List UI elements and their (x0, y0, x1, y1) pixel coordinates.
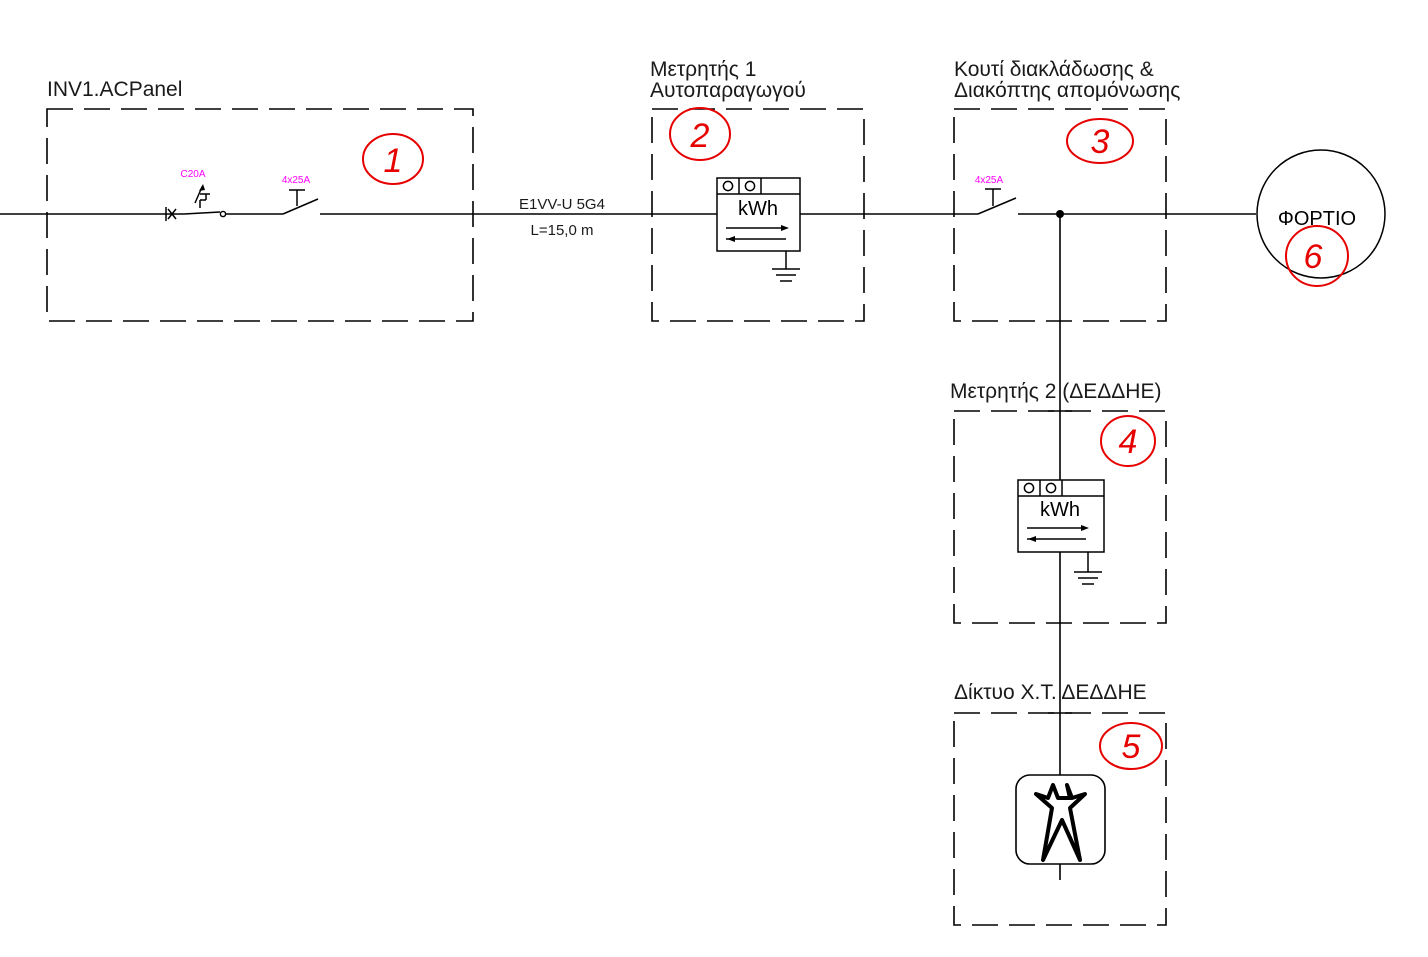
panel-junction-title-line1: Κουτί διακλάδωσης & (954, 58, 1154, 81)
annotation-1: 1 (384, 142, 403, 180)
annotation-6: 6 (1304, 238, 1323, 276)
panel-grid-box (953, 712, 1167, 926)
ground-icon (772, 268, 800, 282)
annotation-4-ring (1100, 415, 1156, 467)
energy-meter-icon (716, 177, 801, 269)
breaker-rating: C20A (180, 169, 205, 180)
panel-meter1-title-line2: Αυτοπαραγωγού (650, 79, 806, 102)
panel-meter2-box (953, 410, 1167, 624)
annotation-5: 5 (1122, 728, 1141, 766)
switch-icon (977, 188, 1017, 215)
junction-node (1056, 210, 1064, 218)
panel-meter2-title: Μετρητής 2 (ΔΕΔΔΗΕ) (950, 380, 1161, 403)
panel-meter1: Μετρητής 1 Αυτοπαραγωγού 2 kWh (650, 58, 865, 322)
load-circle (1256, 149, 1386, 279)
load-label: ΦΟΡΤΙΟ (1278, 208, 1356, 230)
panel-inverter-box (46, 108, 474, 322)
annotation-1-ring (362, 133, 424, 185)
annotation-2-ring (669, 107, 731, 161)
grid-tower-icon (1015, 774, 1106, 865)
panel-meter1-box (651, 108, 865, 322)
annotation-3: 3 (1091, 123, 1110, 161)
panel-grid-title: Δίκτυο Χ.Τ. ΔΕΔΔΗΕ (954, 681, 1147, 704)
panel-inverter: INV1.ACPanel 1 C20A 4x25A (46, 78, 474, 322)
cable-type: E1VV-U 5G4 (519, 196, 605, 213)
panel-inverter-title: INV1.ACPanel (47, 78, 182, 101)
annotation-2: 2 (690, 117, 710, 155)
panel-junction-title-line2: Διακόπτης απομόνωσης (954, 79, 1180, 102)
inverter-switch-rating: 4x25A (282, 175, 311, 186)
annotation-3-ring (1066, 118, 1134, 164)
isolator-rating: 4x25A (975, 175, 1004, 186)
panel-junction-box (953, 108, 1167, 322)
ground-icon (1074, 571, 1102, 585)
annotation-4: 4 (1119, 423, 1138, 461)
energy-meter-icon (1017, 479, 1105, 572)
panel-junction: Κουτί διακλάδωσης & Διακόπτης απομόνωσης… (953, 58, 1180, 322)
panel-meter1-title-line1: Μετρητής 1 (650, 58, 756, 81)
cable-length: L=15,0 m (531, 222, 594, 239)
switch-icon (282, 189, 319, 215)
meter1-unit: kWh (738, 198, 778, 220)
annotation-5-ring (1099, 722, 1163, 770)
meter2-unit: kWh (1040, 499, 1080, 521)
panel-meter2: Μετρητής 2 (ΔΕΔΔΗΕ) 4 kWh (950, 380, 1167, 624)
load-icon: ΦΟΡΤΙΟ 6 (1256, 149, 1386, 287)
circuit-breaker-icon (165, 184, 227, 221)
annotation-6-ring (1285, 225, 1349, 287)
panel-grid: Δίκτυο Χ.Τ. ΔΕΔΔΗΕ 5 (953, 681, 1167, 926)
